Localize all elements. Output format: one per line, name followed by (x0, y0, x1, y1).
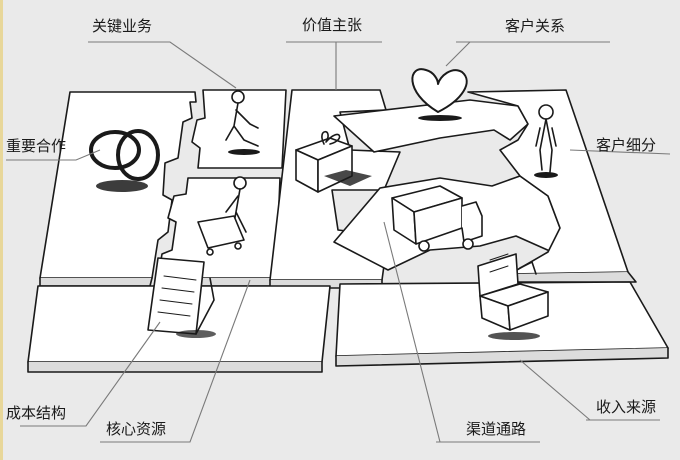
callout-line-channels (383, 221, 540, 443)
callout-line-revenue-streams (519, 359, 660, 421)
standing-person-icon (534, 104, 558, 178)
heart-icon (411, 68, 468, 121)
person-working-icon (225, 90, 260, 155)
gift-box-icon (295, 130, 372, 193)
cash-register-icon (477, 253, 549, 340)
callout-line-cost-structure (20, 321, 161, 427)
receipt-icon (147, 257, 216, 338)
label-value-propositions: 价值主张 (302, 16, 363, 34)
truck-icon (391, 185, 483, 252)
callout-line-customer-relationships (445, 41, 610, 67)
label-cost-structure: 成本结构 (6, 404, 67, 422)
callout-line-key-activities (88, 41, 237, 89)
callout-line-key-partners (6, 149, 101, 161)
label-customer-relationships: 客户关系 (505, 17, 566, 35)
callout-line-customer-segments (569, 149, 671, 155)
person-with-cart-icon (197, 176, 247, 256)
linked-rings-icon (89, 129, 160, 192)
callout-line-value-propositions (286, 41, 382, 90)
label-customer-segments: 客户细分 (596, 136, 657, 154)
label-revenue-streams: 收入来源 (596, 398, 657, 416)
label-key-resources: 核心资源 (106, 420, 167, 438)
key-activities-panel (191, 89, 287, 169)
label-key-activities: 关键业务 (92, 17, 153, 35)
left-edge-strip (0, 0, 3, 460)
label-channels: 渠道通路 (466, 420, 527, 438)
label-key-partners: 重要合作 (6, 137, 67, 155)
callout-line-key-resources (100, 279, 251, 443)
